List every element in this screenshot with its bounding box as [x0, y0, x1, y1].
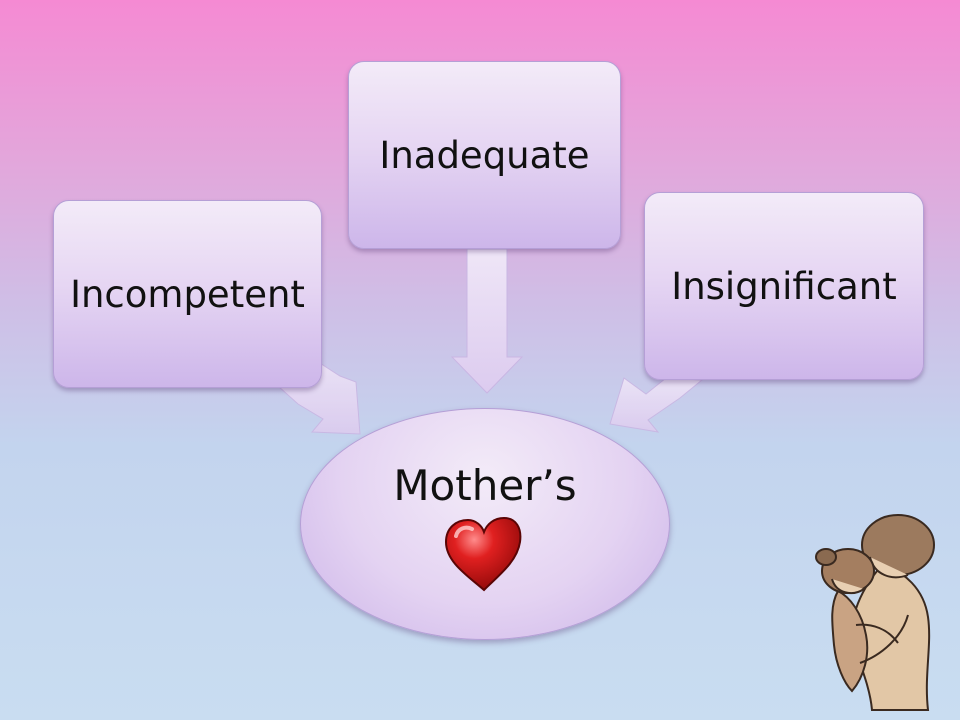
mother-child-illustration-icon	[815, 514, 935, 711]
box-incompetent: Incompetent	[53, 200, 322, 388]
box-insignificant: Insignificant	[644, 192, 924, 380]
box-incompetent-label: Incompetent	[70, 272, 305, 316]
arrow-insignificant-to-center	[609, 377, 704, 433]
box-insignificant-label: Insignificant	[671, 264, 897, 308]
center-label: Mother’s	[393, 461, 577, 510]
heart-icon	[444, 516, 522, 592]
center-ellipse: Mother’s	[300, 408, 670, 640]
box-inadequate-label: Inadequate	[379, 133, 590, 177]
box-inadequate: Inadequate	[348, 61, 621, 249]
arrow-inadequate-to-center	[450, 248, 524, 394]
